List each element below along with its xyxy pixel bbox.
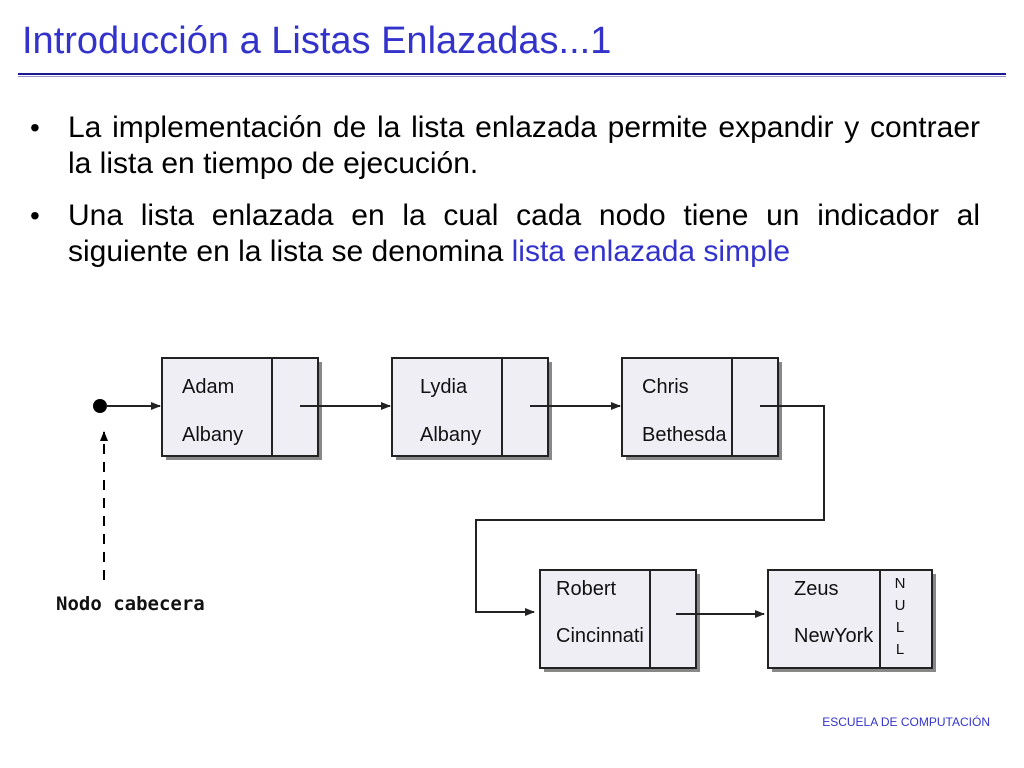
head-pointer-dot: [93, 399, 107, 413]
title-underline: [18, 73, 1006, 77]
list-node: Robert Cincinnati: [539, 569, 700, 672]
node-city: Bethesda: [642, 424, 727, 446]
null-letter: L: [896, 641, 904, 658]
bullet-dot: •: [30, 112, 40, 143]
highlight-term: lista enlazada simple: [511, 235, 791, 268]
node-city: Albany: [182, 424, 243, 446]
list-node-tail: Zeus NewYork N U L L: [767, 569, 936, 672]
bullet-dot: •: [30, 200, 40, 231]
bullet-text-2: Una lista enlazada en la cual cada nodo …: [68, 199, 980, 268]
bullet-item-2: • Una lista enlazada en la cual cada nod…: [30, 198, 980, 270]
bullet-item-1: • La implementación de la lista enlazada…: [30, 110, 980, 182]
node-city: Cincinnati: [556, 625, 644, 647]
node-name: Lydia: [420, 376, 468, 398]
list-node: Lydia Albany: [391, 357, 552, 460]
bullet-text-1: La implementación de la lista enlazada p…: [68, 111, 980, 180]
bullet-list: • La implementación de la lista enlazada…: [30, 110, 980, 286]
list-node: Chris Bethesda: [621, 357, 782, 460]
node-name: Adam: [182, 376, 234, 398]
node-city: Albany: [420, 424, 481, 446]
null-letter: N: [895, 575, 906, 592]
node-city: NewYork: [794, 625, 874, 647]
node-name: Chris: [642, 376, 689, 398]
node-name: Robert: [556, 578, 616, 600]
footer-text: ESCUELA DE COMPUTACIÓN: [822, 715, 990, 729]
null-letter: L: [896, 619, 904, 636]
list-node: Adam Albany: [161, 357, 322, 460]
head-label: Nodo cabecera: [56, 593, 205, 615]
slide-title: Introducción a Listas Enlazadas...1: [22, 20, 612, 62]
wrap-connector: [475, 405, 825, 616]
null-letter: U: [895, 597, 906, 614]
node-name: Zeus: [794, 578, 838, 600]
